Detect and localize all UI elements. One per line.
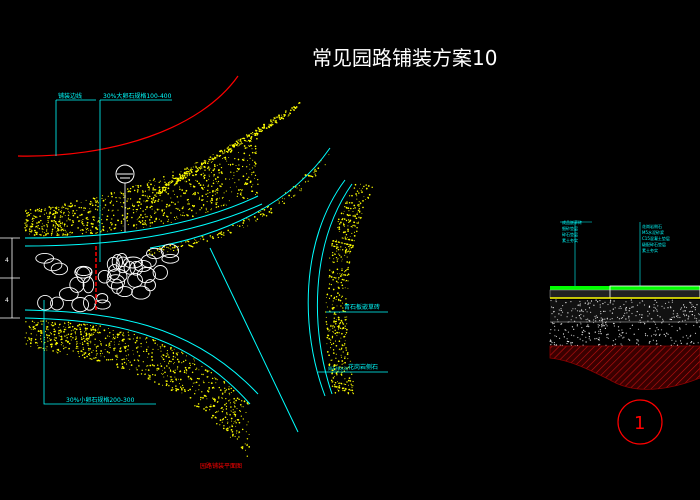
- layer-paver: [549, 289, 700, 299]
- plan-view: 铺装边线 30%大卵石规格100-400 30%小卵石规格200-300 青石板…: [0, 75, 388, 470]
- dim-top: 4: [5, 257, 9, 264]
- upper-paving-edge-inner: [24, 203, 263, 247]
- note-large-pebbles: 30%大卵石规格100-400: [103, 92, 172, 100]
- right-path-edge-inner: [316, 183, 353, 395]
- section-label: 碎石垫层: [562, 231, 578, 237]
- section-label: 级配碎石垫层: [642, 241, 666, 247]
- lower-paving-edge-inner: [24, 317, 251, 405]
- note-boundary: 铺装边线: [58, 92, 82, 100]
- dim-bottom: 4: [5, 297, 9, 304]
- layer-sand: [550, 300, 700, 322]
- boundary-arc: [17, 75, 239, 157]
- section-number-circle: [617, 399, 663, 445]
- diagonal-line: [209, 247, 299, 433]
- lower-paving-edge: [24, 309, 259, 395]
- section-label: M5水泥砂浆: [642, 229, 664, 235]
- section-label: 花岗岩侧石: [642, 223, 662, 229]
- note-small-pebbles: 30%小卵石规格200-300: [66, 396, 135, 404]
- section-label: 素土夯实: [562, 237, 578, 243]
- section-label: 素土夯实: [642, 247, 658, 253]
- layer-grass: [550, 286, 700, 290]
- section-label: C15混凝土垫层: [642, 235, 670, 241]
- note-right-lower: 花岗岩侧石: [348, 363, 378, 371]
- right-path-edge: [307, 179, 346, 397]
- note-right-upper: 青石板嵌草砖: [344, 303, 380, 311]
- upper-paving-edge: [24, 195, 259, 239]
- drawing-title: 常见园路铺装方案10: [312, 46, 497, 70]
- plan-caption: 园路铺装平面图: [200, 462, 242, 470]
- section-gravel: [549, 299, 700, 347]
- section-label: 细砂垫层: [562, 225, 578, 231]
- layer-soil: [549, 345, 700, 390]
- center-curb-line: [149, 147, 331, 249]
- gravel-fill: [24, 102, 373, 457]
- note-right-inner: 卵石排水沟: [328, 365, 348, 371]
- section-label: 成品嵌草砖: [562, 219, 582, 225]
- pebble-area: [35, 243, 180, 313]
- section-number: 1: [634, 413, 645, 434]
